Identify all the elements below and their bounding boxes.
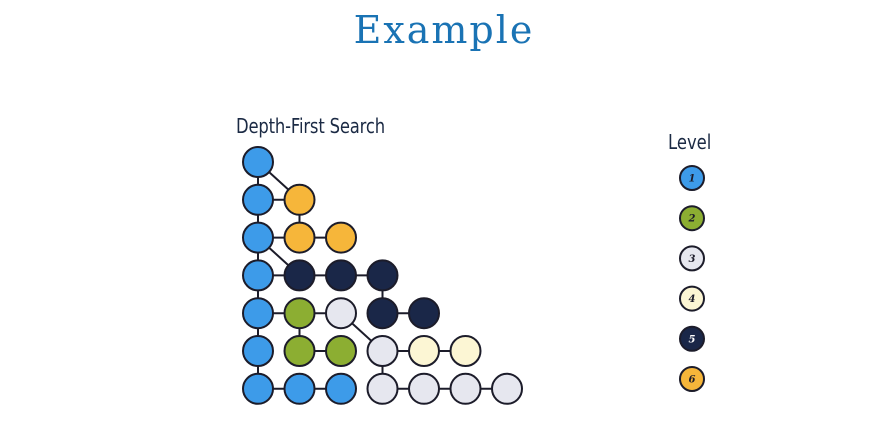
tree-node-level-2 <box>325 335 357 367</box>
legend-item-level-2: 2 <box>679 205 705 232</box>
tree-node-level-1 <box>242 259 274 292</box>
legend-swatch <box>679 205 705 232</box>
tree-node-level-5 <box>408 297 440 330</box>
tree-node-level-1 <box>325 372 357 405</box>
legend-label: 4 <box>689 294 696 305</box>
legend-item-level-1: 1 <box>679 165 705 191</box>
tree-node-level-3 <box>325 297 357 330</box>
tree-node-level-1 <box>242 183 274 216</box>
tree-node-level-2 <box>283 297 316 330</box>
legend-label: 3 <box>689 254 696 265</box>
tree-node-level-1 <box>242 335 274 367</box>
legend-swatch <box>679 165 705 191</box>
tree-node-level-4 <box>408 335 440 367</box>
legend-swatch <box>679 245 705 272</box>
tree-node-level-6 <box>325 221 357 254</box>
legend-title: Level <box>668 130 712 154</box>
tree-node-level-2 <box>283 335 316 367</box>
tree-node-level-3 <box>491 372 523 405</box>
tree-node-level-5 <box>325 259 357 292</box>
tree-node-level-4 <box>449 335 482 367</box>
legend-swatch <box>679 366 705 392</box>
legend-label: 5 <box>689 334 696 345</box>
tree-node-level-1 <box>242 221 274 254</box>
tree-node-level-1 <box>283 372 316 405</box>
legend-label: 2 <box>688 214 696 225</box>
tree-node-level-6 <box>283 183 316 216</box>
legend-label: 6 <box>689 375 696 386</box>
tree-node-level-6 <box>283 221 316 254</box>
tree-node-level-5 <box>366 297 399 330</box>
legend-item-level-5: 5 <box>679 325 705 352</box>
tree-node-level-3 <box>449 372 482 405</box>
tree-nodes <box>242 146 523 405</box>
legend-item-level-3: 3 <box>679 245 705 272</box>
page-title: Example <box>353 8 535 52</box>
tree-node-level-5 <box>366 259 399 292</box>
diagram-title: Depth-First Search <box>236 114 385 138</box>
legend-swatch <box>679 325 705 352</box>
tree-node-level-5 <box>283 259 316 292</box>
legend-item-level-6: 6 <box>679 366 705 392</box>
tree-node-level-3 <box>366 335 399 367</box>
legend-item-level-4: 4 <box>679 285 705 312</box>
legend-swatch <box>679 285 705 312</box>
legend-label: 1 <box>689 174 696 185</box>
tree-node-level-3 <box>408 372 440 405</box>
tree-node-level-1 <box>242 297 274 330</box>
level-legend: 1 2 3 4 5 6 <box>679 165 705 392</box>
tree-node-level-1 <box>242 372 274 405</box>
tree-node-level-1 <box>242 146 274 178</box>
tree-node-level-3 <box>366 372 399 405</box>
